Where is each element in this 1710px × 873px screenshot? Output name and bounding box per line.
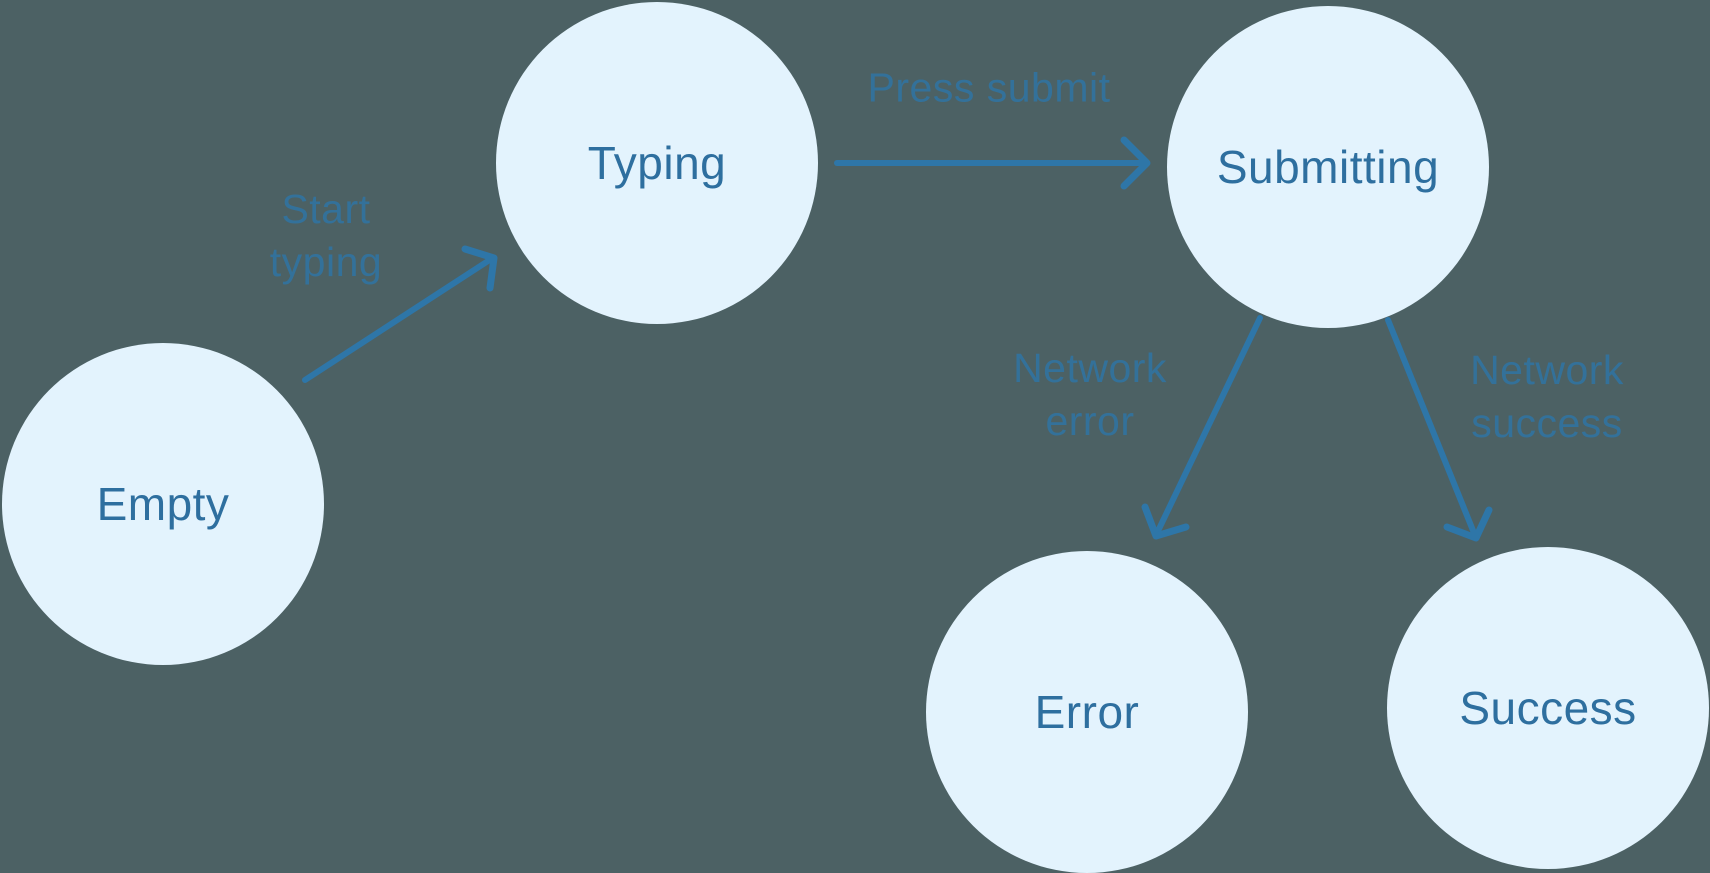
state-node-empty-label: Empty: [96, 478, 230, 530]
state-node-submitting-label: Submitting: [1216, 141, 1440, 193]
arrowhead-icon: [461, 245, 498, 292]
state-node-error-label: Error: [1034, 686, 1140, 738]
state-node-typing-label: Typing: [587, 137, 727, 189]
edge-submitting-to-error: [1141, 315, 1263, 540]
arrowhead-icon: [1120, 136, 1151, 190]
state-node-success: Success: [1387, 547, 1709, 869]
edge-submitting-to-error-line: [1155, 315, 1263, 534]
edge-label-start-typing: Start typing: [269, 186, 383, 285]
edge-empty-to-typing: [302, 245, 498, 383]
edge-submitting-to-success-line: [1385, 317, 1477, 536]
arrowhead-icon: [1141, 503, 1190, 540]
edge-label-network-error: Network error: [1013, 345, 1167, 444]
edge-submitting-to-success: [1385, 317, 1493, 542]
state-node-success-label: Success: [1459, 682, 1637, 734]
state-node-submitting: Submitting: [1167, 6, 1489, 328]
edge-label-network-success: Network success: [1470, 347, 1624, 446]
edge-label-press-submit: Press submit: [867, 64, 1111, 111]
arrowhead-icon: [1443, 506, 1493, 542]
edge-typing-to-submitting: [834, 136, 1151, 190]
state-node-error: Error: [926, 551, 1248, 873]
edge-empty-to-typing-line: [302, 258, 491, 383]
state-node-empty: Empty: [2, 343, 324, 665]
state-node-typing: Typing: [496, 2, 818, 324]
